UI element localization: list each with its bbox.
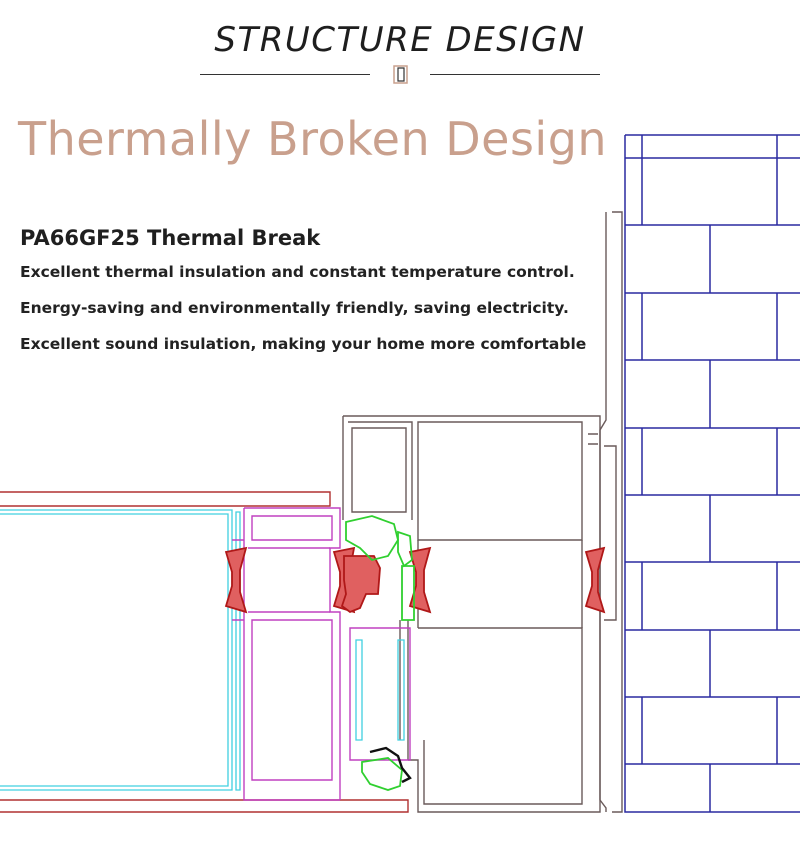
inner-sash — [232, 507, 411, 801]
glass-pane — [0, 509, 405, 791]
feature-sound-insulation: Excellent sound insulation, making your … — [20, 335, 587, 353]
thermal-break-subheading: PA66GF25 Thermal Break — [20, 226, 321, 250]
thermal-break-strips — [224, 546, 606, 614]
title-rule-right — [430, 74, 600, 75]
gaskets — [345, 515, 415, 791]
title-rule-left — [200, 74, 370, 75]
headline: Thermally Broken Design — [18, 112, 608, 166]
outer-sash — [0, 491, 409, 813]
black-seal — [369, 746, 412, 784]
outer-frame — [342, 211, 623, 813]
feature-insulation: Excellent thermal insulation and constan… — [20, 263, 575, 281]
brick-wall — [624, 134, 800, 813]
section-title: STRUCTURE DESIGN — [214, 20, 586, 60]
feature-energy-saving: Energy-saving and environmentally friend… — [20, 299, 569, 317]
window-frame-icon — [393, 65, 408, 84]
